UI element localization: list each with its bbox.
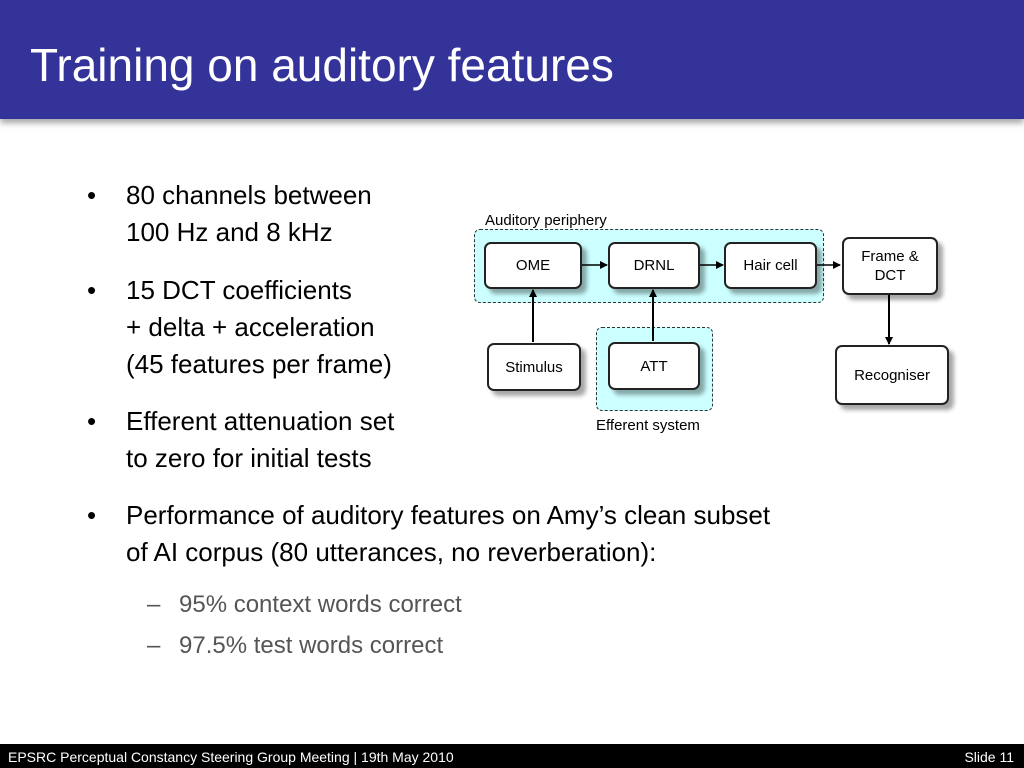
bullet-2-line-1: 15 DCT coefficients <box>126 275 352 305</box>
sub-bullet-2: 97.5% test words correct <box>179 632 444 659</box>
bullet-marker: • <box>87 500 97 530</box>
bullet-marker: • <box>87 275 97 305</box>
auditory-periphery-label: Auditory periphery <box>485 212 607 229</box>
slide-title: Training on auditory features <box>30 39 614 91</box>
bullet-2-line-2: + delta + acceleration <box>126 312 375 342</box>
bullet-4-line-2: of AI corpus (80 utterances, no reverber… <box>126 537 657 567</box>
frame-dct-label-line-1: Frame & <box>861 248 919 265</box>
title-bar: Training on auditory features <box>0 0 1024 119</box>
hair-cell-box: Hair cell <box>724 242 817 289</box>
bullet-marker: • <box>87 406 97 436</box>
stimulus-box: Stimulus <box>487 343 581 391</box>
frame-dct-label-line-2: DCT <box>874 267 906 284</box>
bullet-3-line-1: Efferent attenuation set <box>126 406 395 436</box>
bullet-2-line-3: (45 features per frame) <box>126 349 392 379</box>
slide-number: Slide 11 <box>964 749 1014 765</box>
drnl-box: DRNL <box>608 242 700 289</box>
sub-bullet-marker: – <box>147 632 161 659</box>
bullet-1-line-1: 80 channels between <box>126 180 372 210</box>
footer-bar: EPSRC Perceptual Constancy Steering Grou… <box>0 744 1024 768</box>
sub-bullet-marker: – <box>147 591 161 618</box>
footer-meeting-text: EPSRC Perceptual Constancy Steering Grou… <box>8 749 454 765</box>
frame-dct-box: Frame & DCT <box>842 237 938 295</box>
bullet-4-line-1: Performance of auditory features on Amy’… <box>126 500 771 530</box>
ome-box: OME <box>484 242 582 289</box>
efferent-system-label: Efferent system <box>596 417 700 434</box>
recogniser-box: Recogniser <box>835 345 949 405</box>
bullet-1-line-2: 100 Hz and 8 kHz <box>126 217 333 247</box>
bullet-3-line-2: to zero for initial tests <box>126 443 372 473</box>
att-box: ATT <box>608 342 700 390</box>
sub-bullet-1: 95% context words correct <box>179 591 462 618</box>
bullet-marker: • <box>87 180 97 210</box>
